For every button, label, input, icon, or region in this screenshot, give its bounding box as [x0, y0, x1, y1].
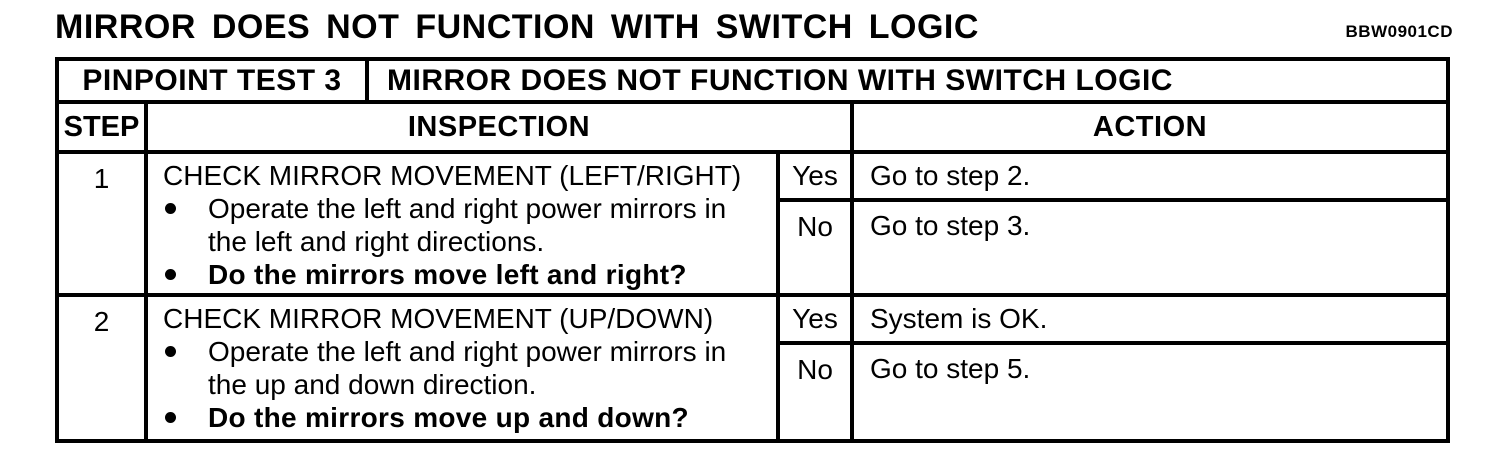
inspection-instruction-item: Operate the left and right power mirrors… [161, 335, 770, 401]
no-label: No [797, 211, 833, 242]
pinpoint-header-row: PINPOINT TEST 3 MIRROR DOES NOT FUNCTION… [59, 61, 1446, 104]
inspection-cell: CHECK MIRROR MOVEMENT (LEFT/RIGHT) Opera… [148, 154, 776, 293]
inspection-cell: CHECK MIRROR MOVEMENT (UP/DOWN) Operate … [148, 297, 776, 439]
yes-no-column: Yes No [776, 297, 854, 439]
inspection-instruction-text: Operate the left and right power mirrors… [208, 336, 727, 400]
table-row-step-2: 2 CHECK MIRROR MOVEMENT (UP/DOWN) Operat… [59, 297, 1446, 439]
column-header-step: STEP [59, 104, 148, 150]
pinpoint-test-table: PINPOINT TEST 3 MIRROR DOES NOT FUNCTION… [55, 57, 1450, 443]
no-action-text: Go to step 3. [870, 210, 1031, 241]
step-number: 2 [59, 297, 148, 439]
page-title: MIRROR DOES NOT FUNCTION WITH SWITCH LOG… [55, 8, 979, 46]
pinpoint-test-title: MIRROR DOES NOT FUNCTION WITH SWITCH LOG… [387, 63, 1173, 97]
bullet-icon [165, 203, 176, 214]
yes-action-text: System is OK. [854, 297, 1446, 345]
action-column: Go to step 2. Go to step 3. [854, 154, 1446, 293]
inspection-instruction-text: Operate the left and right power mirrors… [208, 193, 727, 257]
step-number: 1 [59, 154, 148, 293]
yes-label: Yes [780, 154, 850, 202]
no-label: No [797, 354, 833, 385]
inspection-instruction-item: Operate the left and right power mirrors… [161, 192, 770, 258]
inspection-check-title: CHECK MIRROR MOVEMENT (LEFT/RIGHT) [163, 160, 742, 191]
yes-label: Yes [780, 297, 850, 345]
bullet-icon [165, 269, 176, 280]
column-header-inspection: INSPECTION [148, 104, 854, 150]
no-action-text: Go to step 5. [870, 353, 1031, 384]
yes-action-text: Go to step 2. [854, 154, 1446, 202]
column-header-row: STEP INSPECTION ACTION [59, 104, 1446, 154]
figure-code: BBW0901CD [1345, 22, 1453, 41]
column-header-action: ACTION [1092, 110, 1208, 143]
inspection-question-item: Do the mirrors move left and right? [161, 258, 770, 291]
table-row-step-1: 1 CHECK MIRROR MOVEMENT (LEFT/RIGHT) Ope… [59, 154, 1446, 297]
bullet-icon [165, 346, 176, 357]
pinpoint-test-label: PINPOINT TEST 3 [59, 61, 369, 100]
inspection-question-item: Do the mirrors move up and down? [161, 401, 770, 434]
inspection-question-text: Do the mirrors move left and right? [208, 259, 687, 290]
bullet-icon [165, 412, 176, 423]
inspection-check-title: CHECK MIRROR MOVEMENT (UP/DOWN) [163, 303, 714, 334]
inspection-question-text: Do the mirrors move up and down? [208, 402, 689, 433]
yes-no-column: Yes No [776, 154, 854, 293]
action-column: System is OK. Go to step 5. [854, 297, 1446, 439]
